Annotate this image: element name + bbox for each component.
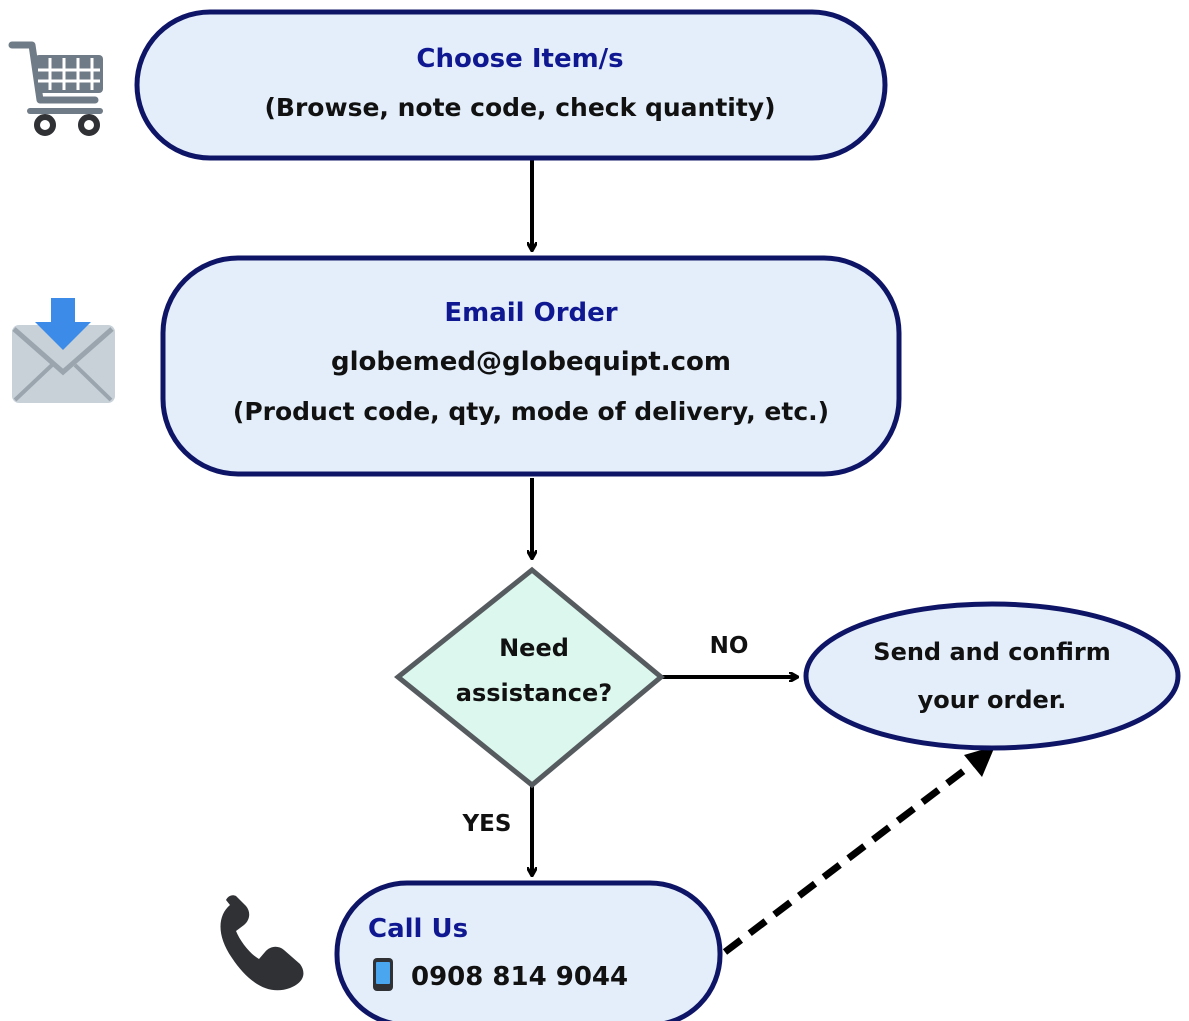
connector-call-to-confirm (722, 746, 995, 955)
shopping-cart-icon (8, 41, 103, 136)
mobile-phone-icon (373, 958, 393, 991)
choose-subtitle: (Browse, note code, check quantity) (264, 93, 775, 122)
confirm-line2: your order. (918, 686, 1067, 714)
node-call-us: Call Us 0908 814 9044 (334, 880, 723, 1021)
decision-line1: Need (499, 634, 569, 662)
call-phone-number: 0908 814 9044 (411, 962, 628, 992)
node-send-confirm: Send and confirm your order. (803, 601, 1181, 751)
email-details: (Product code, qty, mode of delivery, et… (233, 397, 829, 426)
confirm-line1: Send and confirm (873, 638, 1110, 666)
telephone-handset-icon (220, 895, 304, 991)
decision-line2: assistance? (456, 679, 612, 707)
edge-label-no: NO (710, 633, 749, 659)
email-title: Email Order (444, 298, 617, 328)
email-download-icon (12, 298, 115, 403)
node-choose-items: Choose Item/s (Browse, note code, check … (134, 9, 888, 161)
edge-label-yes: YES (462, 811, 512, 837)
call-title: Call Us (368, 914, 468, 944)
choose-title: Choose Item/s (416, 44, 623, 74)
node-email-order: Email Order globemed@globequipt.com (Pro… (160, 255, 902, 477)
email-address: globemed@globequipt.com (331, 347, 731, 377)
node-decision: Need assistance? (394, 566, 665, 789)
